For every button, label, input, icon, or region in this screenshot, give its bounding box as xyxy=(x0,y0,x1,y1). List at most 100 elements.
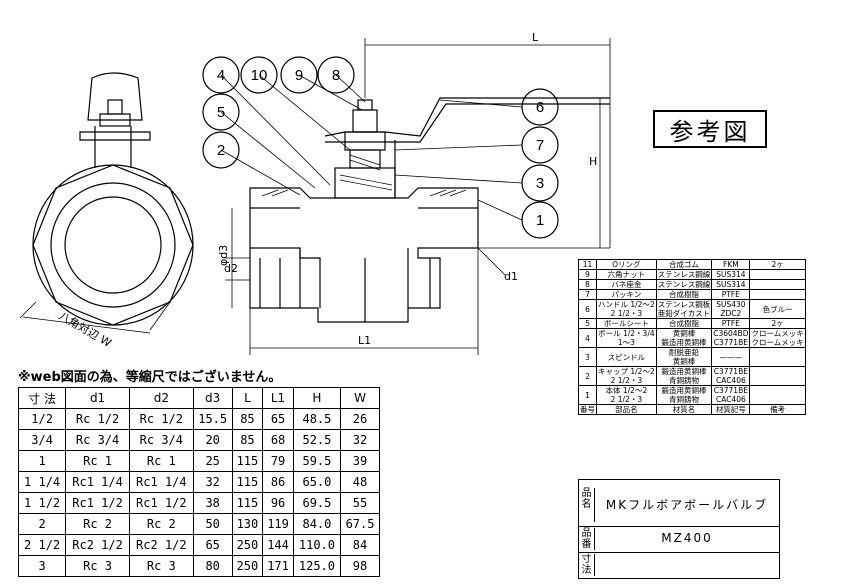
parts-table-row: 番号部品名材質名材質記号備考 xyxy=(578,404,806,415)
parts-table-cell: 9 xyxy=(578,269,597,280)
dimension-table-cell: 85 xyxy=(231,408,264,430)
parts-table-cell: Oリング xyxy=(596,259,657,270)
dimension-table-cell: 15.5 xyxy=(192,408,233,430)
parts-table-cell: 11 xyxy=(578,259,597,270)
dimension-table-cell: 144 xyxy=(262,534,294,556)
dimension-table-cell: Rc1 1/2 xyxy=(128,492,194,514)
dimension-table-cell: 125.0 xyxy=(292,555,342,577)
balloon-label: 2 xyxy=(217,142,225,159)
parts-table-cell: 黄銅棒 鍛造用黄銅棒 xyxy=(655,328,713,348)
dimension-table-cell: 32 xyxy=(192,471,233,493)
dimension-table-cell: Rc1 1/2 xyxy=(65,492,130,514)
balloon-4 xyxy=(202,56,240,94)
parts-table-cell: 耐脱亜鉛 黄銅棒 xyxy=(655,347,713,367)
dimension-table-cell: 39 xyxy=(340,450,380,472)
parts-table-cell: バネ座金 xyxy=(596,279,657,290)
parts-table-cell: スピンドル xyxy=(596,347,657,367)
parts-table-cell: 5 xyxy=(578,318,597,329)
parts-table-cell: 6 xyxy=(578,299,597,319)
dimension-table-cell: 1 xyxy=(17,450,67,472)
dimension-table-header-cell: L xyxy=(231,387,264,409)
parts-table-cell: クロームメッキ クロームメッキ xyxy=(749,328,806,348)
parts-table-cell: 2 xyxy=(578,366,597,386)
parts-table-cell xyxy=(749,385,806,405)
dimension-table-cell: 25 xyxy=(192,450,233,472)
parts-table-cell xyxy=(749,279,806,290)
parts-table-cell: ハンドル 1/2～2 2 1/2・3 xyxy=(596,299,657,319)
dimension-table-cell: 65.0 xyxy=(292,471,342,493)
dimension-table-cell: 79 xyxy=(262,450,294,472)
parts-table-cell: パッキン xyxy=(596,289,657,300)
parts-table-cell: 色ブルー xyxy=(749,299,806,319)
balloon-label: 9 xyxy=(295,67,303,84)
parts-table-cell: PTFE xyxy=(711,318,751,329)
dimension-table-cell: 3/4 xyxy=(17,429,67,451)
dimension-table-cell: Rc 3/4 xyxy=(65,429,130,451)
balloon-label: 3 xyxy=(536,175,544,192)
dimension-table-cell: 250 xyxy=(231,534,264,556)
dim-label-H: H xyxy=(589,155,597,168)
dimension-table-header-cell: 寸 法 xyxy=(17,387,67,409)
dimension-table-cell: 110.0 xyxy=(292,534,342,556)
parts-table-cell: SUS430 ZDC2 xyxy=(711,299,751,319)
balloon-label: 10 xyxy=(251,67,268,84)
parts-table-cell: 六角ナット xyxy=(596,269,657,280)
dimension-table-cell: 115 xyxy=(231,492,264,514)
parts-table-cell: 部品名 xyxy=(596,404,657,415)
dimension-table-cell: Rc 3 xyxy=(128,555,194,577)
balloon-label: 5 xyxy=(217,104,225,121)
parts-table-cell: 鍛造用黄銅棒 青銅鋳物 xyxy=(655,385,713,405)
dimension-table-cell: 68 xyxy=(262,429,294,451)
balloon-2 xyxy=(202,131,240,169)
parts-table-cell xyxy=(749,289,806,300)
dimension-table-cell: 69.5 xyxy=(292,492,342,514)
balloon-3 xyxy=(521,164,559,202)
balloon-1 xyxy=(521,201,559,239)
parts-table-cell: 材質名 xyxy=(655,404,713,415)
parts-table-cell: キャップ 1/2～2 2 1/2・3 xyxy=(596,366,657,386)
parts-table-cell: ボール 1/2・3/4 1～3 xyxy=(596,328,657,348)
balloon-8 xyxy=(317,56,355,94)
dimension-table-cell: 65 xyxy=(192,534,233,556)
parts-table-cell: 2ヶ xyxy=(749,259,806,270)
parts-table-cell: PTFE xyxy=(711,289,751,300)
dimension-table-header-cell: d3 xyxy=(192,387,233,409)
dimension-table-cell: 250 xyxy=(231,555,264,577)
parts-table-cell xyxy=(749,347,806,367)
balloon-7 xyxy=(521,126,559,164)
balloon-9 xyxy=(280,56,318,94)
balloon-5 xyxy=(202,93,240,131)
dimension-table-cell: 26 xyxy=(340,408,380,430)
dimension-table-header-cell: W xyxy=(340,387,380,409)
dimension-table-cell: 96 xyxy=(262,492,294,514)
balloon-label: 4 xyxy=(217,67,225,84)
balloon-label: 7 xyxy=(536,137,544,154)
parts-table-cell: ボールシート xyxy=(596,318,657,329)
dimension-table-cell: 86 xyxy=(262,471,294,493)
scale-note: ※web図面の為、等縮尺ではございません。 xyxy=(18,370,282,385)
parts-table-cell: 1 xyxy=(578,385,597,405)
dimension-table-cell: 171 xyxy=(262,555,294,577)
dimension-table-cell: 2 xyxy=(17,513,67,535)
parts-table-cell xyxy=(749,269,806,280)
size-label: 寸法 xyxy=(579,554,595,576)
dimension-table-cell: 80 xyxy=(192,555,233,577)
parts-table-cell: 本体 1/2～2 2 1/2・3 xyxy=(596,385,657,405)
dim-label-d1: d1 xyxy=(504,270,518,283)
dimension-table-cell: 65 xyxy=(262,408,294,430)
dim-label-L: L xyxy=(532,31,539,44)
parts-table-cell: 番号 xyxy=(578,404,597,415)
parts-table-cell: C3771BE CAC406 xyxy=(711,366,751,386)
